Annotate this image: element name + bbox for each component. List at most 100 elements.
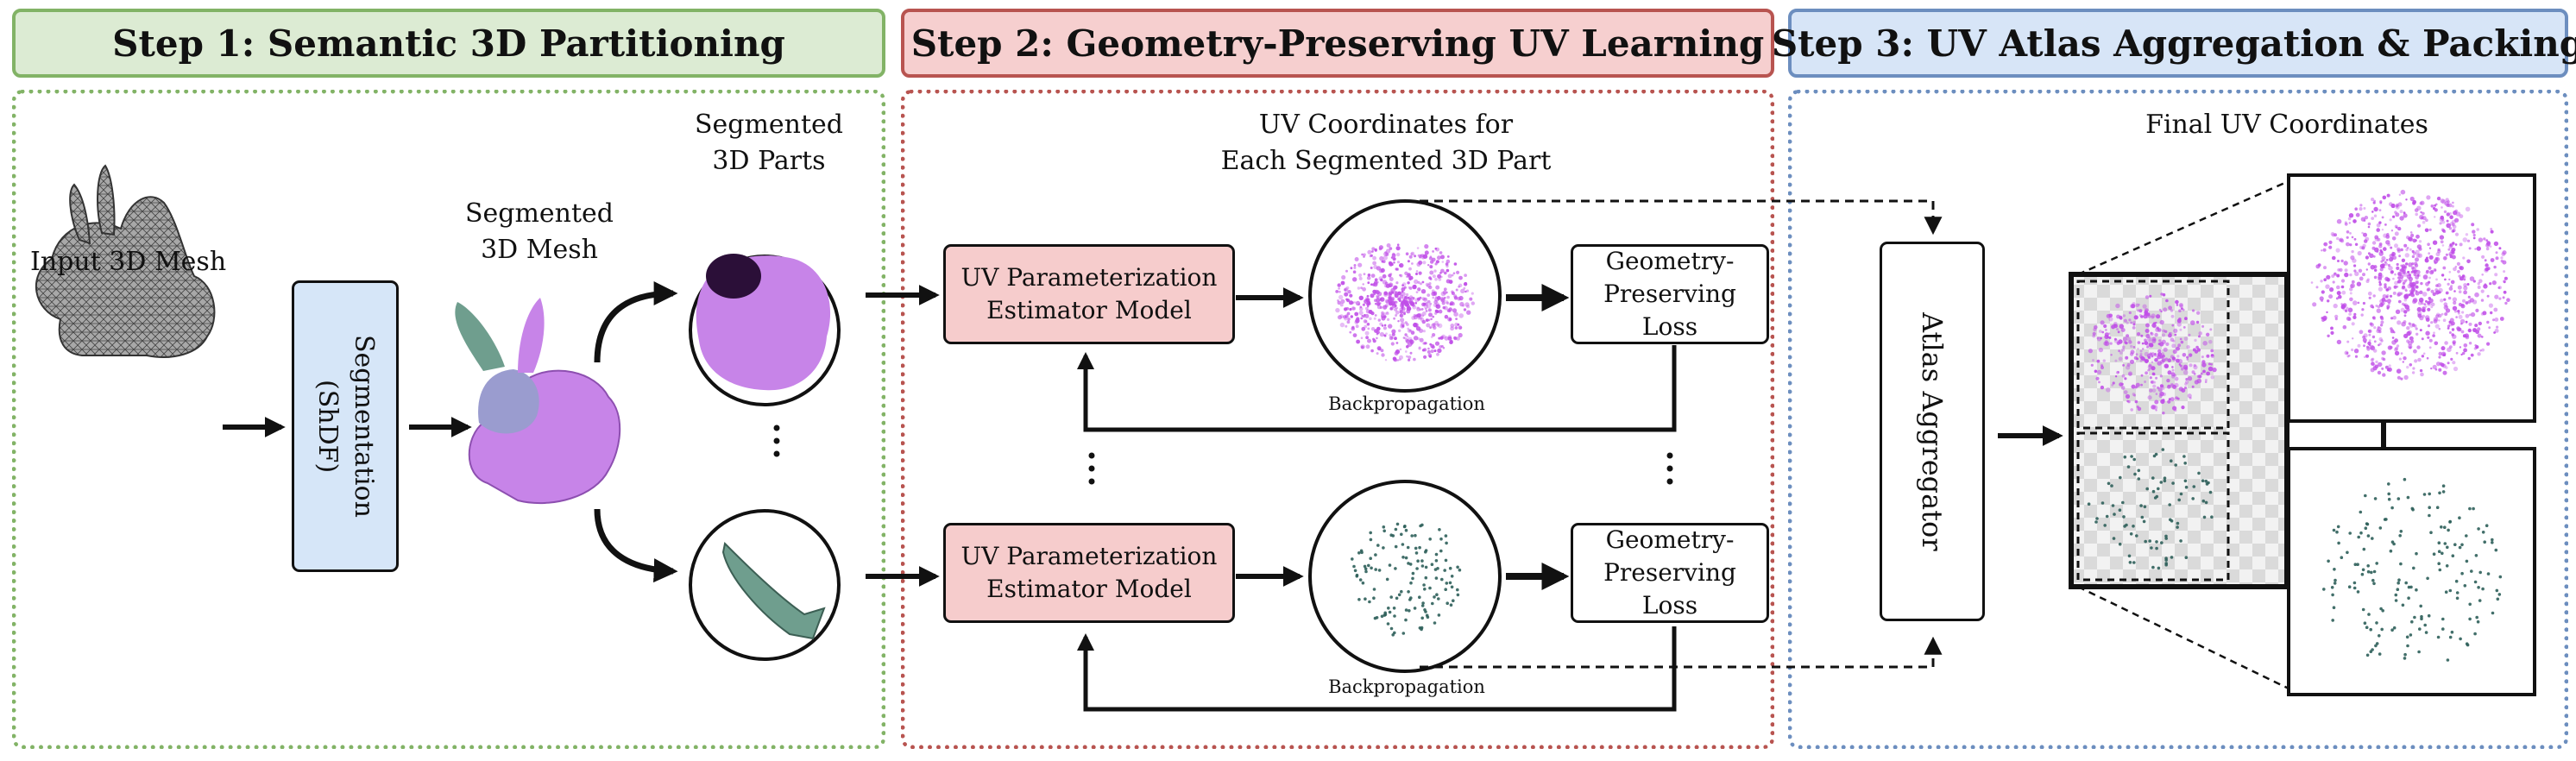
uv-point — [2410, 293, 2415, 298]
uv-point — [2425, 218, 2428, 222]
uv-point — [2478, 279, 2483, 284]
uv-point — [2351, 280, 2355, 284]
uv-point — [2196, 374, 2201, 379]
uv-point — [1389, 277, 1394, 281]
uv-point — [2423, 623, 2427, 627]
uv-point — [1464, 290, 1467, 293]
uv-point — [2372, 316, 2376, 320]
uv-point — [1438, 528, 1441, 531]
uv-point — [1397, 291, 1401, 296]
uv-point — [2384, 261, 2387, 264]
uv-point — [2414, 359, 2418, 363]
uv-point — [1435, 593, 1439, 596]
uv-point — [1433, 325, 1437, 330]
uv-point — [2331, 593, 2334, 597]
uv-point — [1361, 326, 1366, 331]
uv-point — [1358, 311, 1364, 316]
uv-point — [1412, 284, 1417, 290]
uv-point — [2486, 342, 2491, 346]
uv-point — [2179, 364, 2182, 368]
uv-point — [2137, 348, 2139, 350]
uv-point — [2374, 644, 2378, 648]
uv-point — [2391, 253, 2395, 257]
uv-point — [1339, 314, 1344, 318]
uv-point — [1462, 304, 1465, 307]
uv-point — [2349, 292, 2352, 295]
uv-point — [2388, 266, 2393, 271]
uv-point — [2145, 295, 2150, 299]
uv-point — [2172, 349, 2177, 355]
uv-point — [2370, 304, 2374, 308]
uv-point — [1417, 287, 1421, 292]
uv-point — [2419, 201, 2423, 205]
uv-point — [2453, 267, 2457, 272]
uv-point — [2194, 380, 2199, 385]
uv-point — [2206, 332, 2210, 336]
uv-point — [1389, 595, 1393, 599]
uv-point — [2346, 340, 2350, 343]
uv-point — [1345, 314, 1349, 318]
uv-point — [1417, 316, 1421, 320]
uv-point — [2151, 313, 2156, 318]
uv-point — [2353, 312, 2357, 316]
uv-point — [1429, 255, 1433, 258]
uv-point — [2315, 286, 2319, 289]
uv-point — [2462, 274, 2466, 277]
uv-point — [1430, 563, 1434, 566]
uv-point — [2417, 223, 2422, 228]
uv-point — [2184, 317, 2188, 321]
uv-point — [2476, 619, 2480, 624]
uv-point — [2321, 290, 2325, 294]
uv-point — [1439, 336, 1444, 340]
uv-point — [1446, 255, 1450, 258]
uv-point — [2161, 448, 2165, 451]
uv-point — [2171, 356, 2176, 361]
uv-point — [2184, 556, 2189, 559]
uv-point — [2140, 315, 2144, 318]
uv-point — [1422, 261, 1427, 265]
uv-point — [1400, 532, 1403, 537]
uv-point — [2418, 627, 2422, 631]
uv-point — [2145, 371, 2149, 375]
uv-point — [2172, 385, 2177, 389]
uv-point — [2100, 385, 2105, 390]
uv-point — [2422, 292, 2428, 297]
uv-point — [1399, 294, 1404, 299]
uv-point — [1464, 281, 1468, 286]
uv-point — [2168, 305, 2173, 311]
uv-point — [2113, 324, 2116, 327]
uv-point — [1376, 295, 1380, 299]
uv-point — [2403, 652, 2407, 657]
uv-point — [1430, 349, 1434, 354]
uv-point — [1407, 273, 1411, 277]
uv-point — [2167, 358, 2172, 363]
uv-point — [2362, 273, 2365, 277]
uv-point — [1408, 297, 1411, 300]
uv-point — [1374, 314, 1377, 317]
uv-point — [1422, 330, 1426, 333]
uv-point — [2371, 362, 2375, 366]
uv-point — [2113, 337, 2117, 341]
uv-point — [2369, 650, 2373, 653]
uv-point — [2101, 330, 2105, 334]
uv-circle-2 — [1308, 480, 1502, 673]
uv-point — [1340, 280, 1345, 286]
uv-point — [2154, 358, 2158, 362]
uv-point — [2174, 376, 2179, 381]
uv-point — [2379, 315, 2384, 319]
uv-point — [2397, 279, 2402, 284]
uv-point — [2453, 300, 2457, 305]
uv-point — [2425, 330, 2430, 336]
uv-point — [2106, 387, 2111, 393]
uv-point — [1381, 267, 1385, 273]
part2-ear — [721, 541, 826, 640]
uv-point — [1406, 355, 1408, 358]
uv-point — [2417, 274, 2421, 277]
uv-point — [2136, 357, 2139, 361]
uv-point — [2364, 494, 2367, 498]
uv-point — [2439, 222, 2442, 225]
uv-point — [1373, 282, 1378, 287]
uv-point — [2446, 212, 2450, 217]
uv-point — [1393, 357, 1397, 362]
uv-point — [2416, 345, 2421, 349]
